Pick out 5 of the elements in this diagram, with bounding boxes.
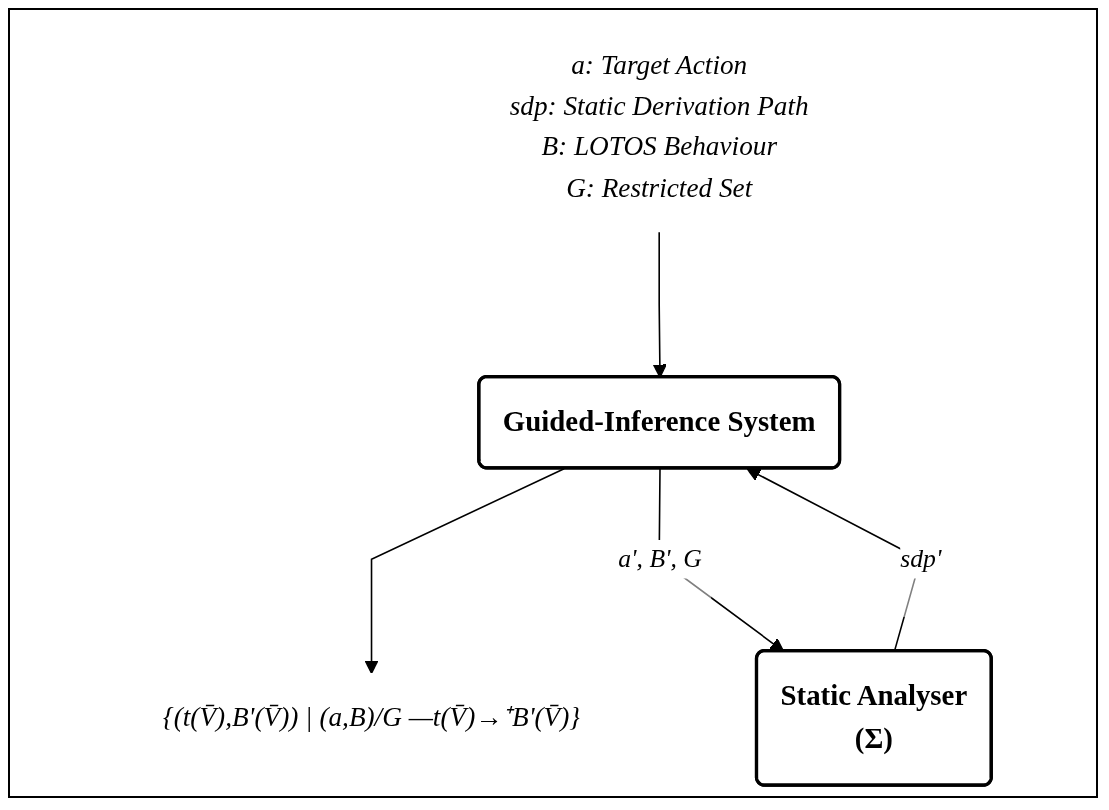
- edge-label: sdp': [900, 544, 942, 573]
- node-text: a: Target Action sdp: Static Derivation Path B: LOTOS Behaviour G: Restricted Set: [509, 49, 809, 203]
- arrow: [364, 467, 565, 675]
- edge-label: a', B', G: [618, 544, 702, 573]
- node-text: {(t(V̄),B'(V̄)) | (a,B)/G —t(V̄)→⁺B'(V̄)}: [162, 702, 581, 733]
